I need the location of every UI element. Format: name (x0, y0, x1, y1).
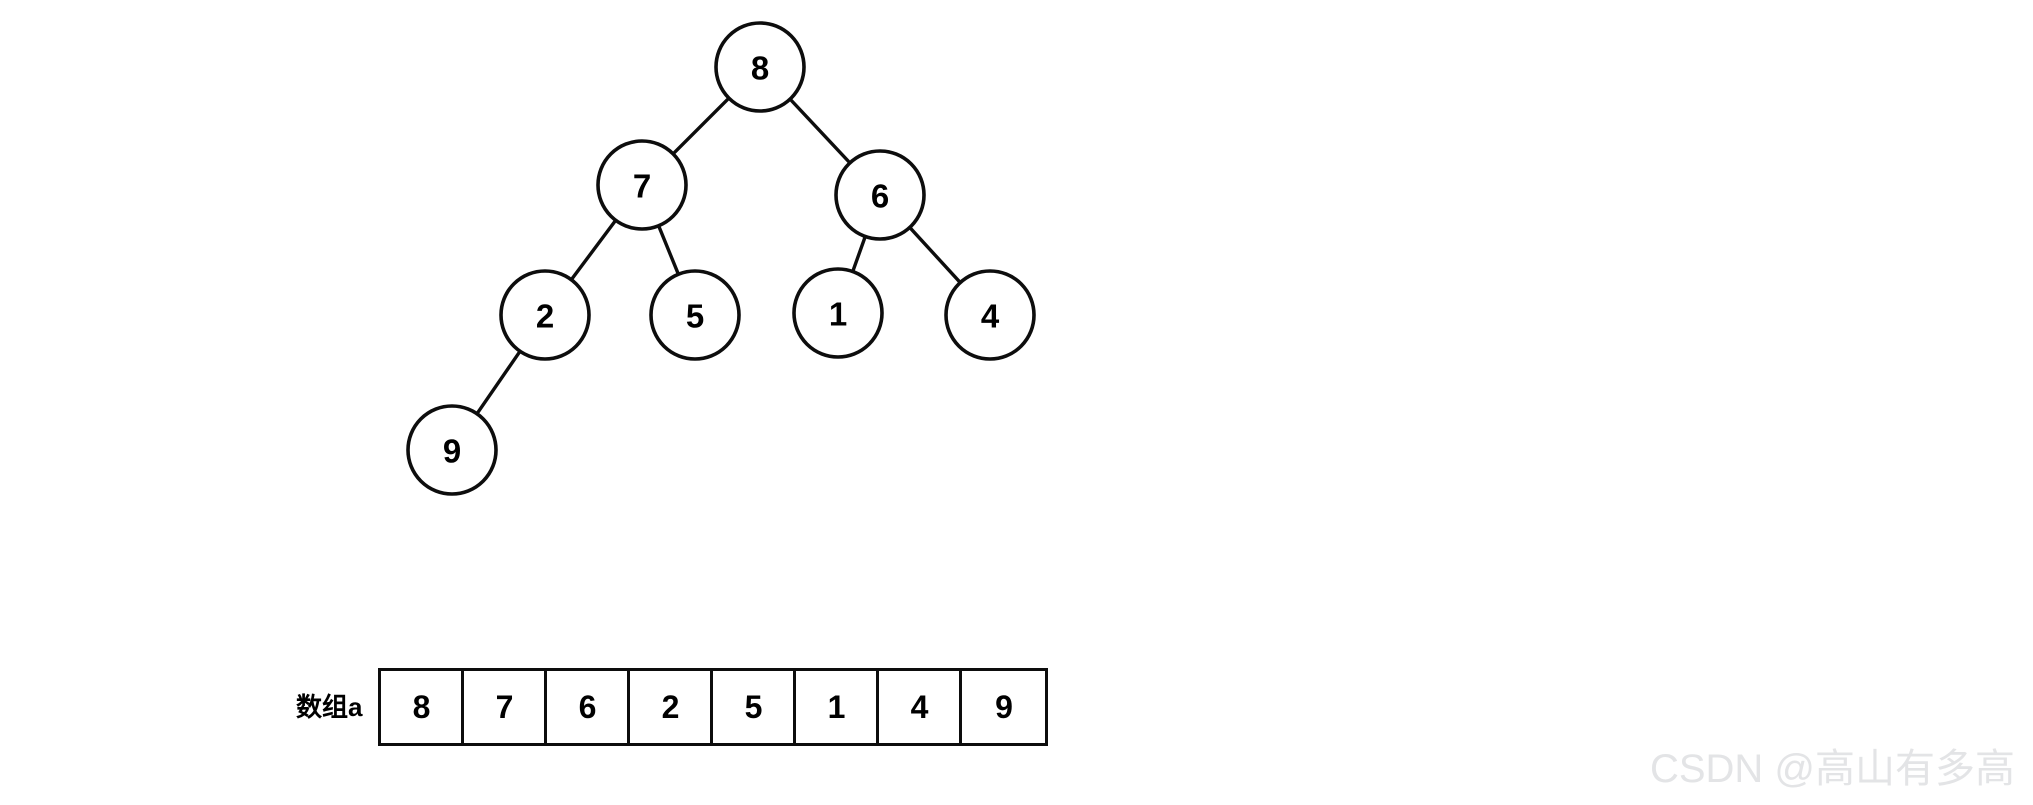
array-cell[interactable]: 4 (879, 671, 963, 743)
csdn-watermark: CSDN @高山有多高 (1649, 747, 2015, 791)
tree-node-label: 1 (829, 296, 847, 333)
array-cell[interactable]: 1 (796, 671, 880, 743)
tree-node[interactable]: 9 (406, 404, 498, 496)
tree-node-circle (834, 149, 926, 241)
tree-node-circle (499, 269, 591, 361)
tree-node-label: 5 (686, 298, 704, 335)
binary-tree-diagram: 8 7 6 2 5 1 4 9 (406, 21, 1036, 496)
tree-node-label: 6 (871, 178, 889, 215)
tree-node-circle (944, 269, 1036, 361)
tree-node-circle (596, 139, 688, 231)
tree-node-circle (792, 267, 884, 359)
tree-edge (787, 96, 853, 166)
array-cell[interactable]: 7 (464, 671, 548, 743)
tree-node-label: 4 (981, 298, 1000, 335)
tree-edge (474, 348, 523, 417)
tree-edge-layer (474, 95, 963, 417)
tree-node[interactable]: 8 (714, 21, 806, 113)
tree-edge (850, 233, 868, 275)
tree-edge (656, 223, 681, 277)
tree-node-layer: 8 7 6 2 5 1 4 9 (406, 21, 1036, 496)
tree-edge (670, 95, 732, 157)
tree-node-label: 7 (633, 168, 651, 205)
tree-node[interactable]: 1 (792, 267, 884, 359)
array-cell[interactable]: 9 (962, 671, 1046, 743)
array-cell[interactable]: 6 (547, 671, 631, 743)
tree-node-label: 8 (751, 50, 769, 87)
tree-node-circle (649, 269, 741, 361)
array-label: 数组a (296, 692, 363, 722)
tree-edge (569, 217, 618, 283)
array-cell[interactable]: 8 (381, 671, 465, 743)
tree-node[interactable]: 6 (834, 149, 926, 241)
tree-edge (907, 224, 963, 286)
tree-node[interactable]: 5 (649, 269, 741, 361)
tree-node[interactable]: 2 (499, 269, 591, 361)
tree-node-label: 2 (536, 298, 554, 335)
tree-node-label: 9 (443, 433, 461, 470)
tree-node[interactable]: 4 (944, 269, 1036, 361)
tree-node-circle (714, 21, 806, 113)
array-cell[interactable]: 5 (713, 671, 797, 743)
tree-node-circle (406, 404, 498, 496)
tree-node[interactable]: 7 (596, 139, 688, 231)
array-cell[interactable]: 2 (630, 671, 714, 743)
